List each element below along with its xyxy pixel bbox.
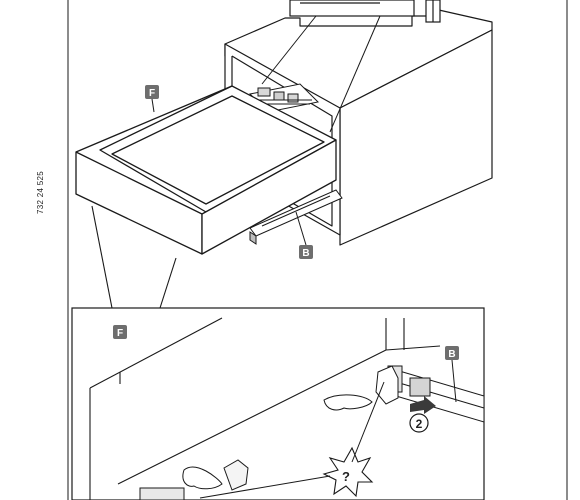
drawer-box	[75, 85, 337, 255]
step-number-2: 2	[409, 413, 429, 433]
page-border-lines	[67, 0, 568, 500]
detail-leader-lines	[91, 205, 177, 309]
push-arrow	[410, 396, 436, 414]
svg-text:F: F	[149, 88, 155, 99]
label-f-upper: F	[145, 85, 159, 113]
callout-box	[289, 0, 441, 23]
svg-text:B: B	[302, 248, 309, 259]
svg-text:?: ?	[342, 469, 350, 484]
question-burst: ?	[322, 446, 374, 498]
detail-clip	[139, 365, 399, 500]
detail-drawer-panel	[89, 317, 441, 500]
burst-leader-lines	[199, 381, 385, 499]
label-b-upper: B	[295, 211, 313, 259]
svg-text:F: F	[117, 328, 123, 339]
label-b-detail: B	[445, 346, 459, 403]
callout-leader-lines	[261, 15, 381, 133]
svg-text:2: 2	[416, 417, 423, 431]
svg-text:B: B	[448, 349, 455, 360]
label-f-detail: F	[113, 325, 127, 339]
